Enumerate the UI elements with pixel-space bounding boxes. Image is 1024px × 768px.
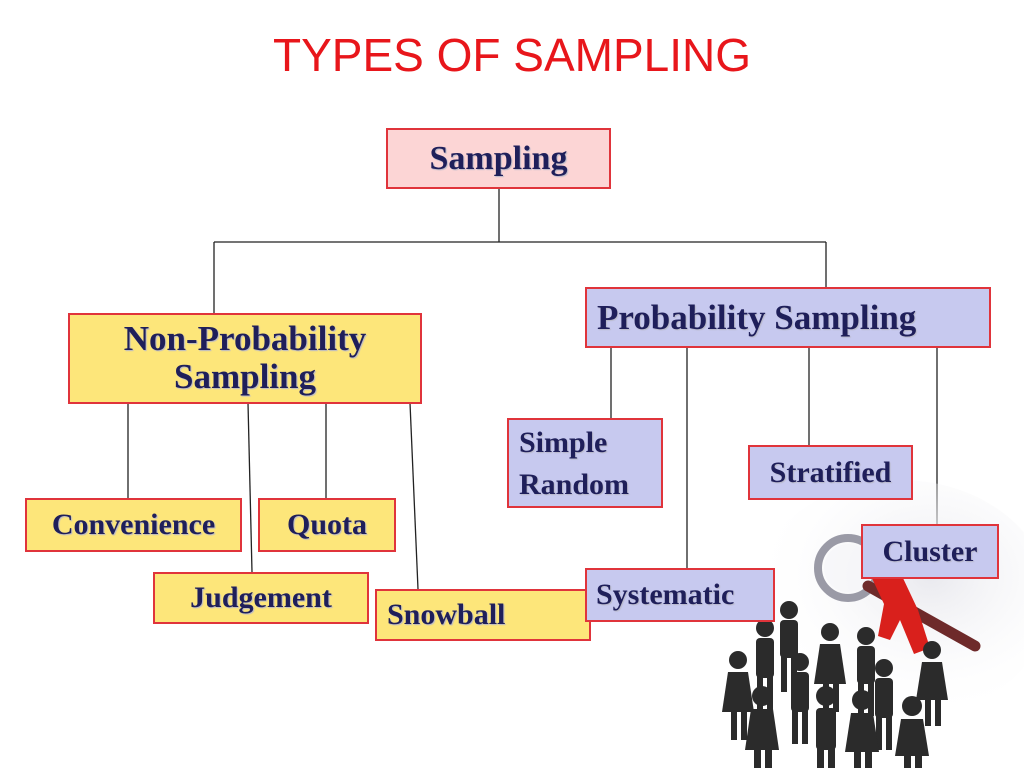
probability-label: Probability Sampling	[597, 289, 989, 346]
simple-random-label-line1: Simple	[519, 422, 661, 464]
simple-random-box: Simple Random	[507, 418, 663, 508]
sampling-root-label: Sampling	[388, 130, 609, 187]
sampling-root-box: Sampling	[386, 128, 611, 189]
quota-box: Quota	[258, 498, 396, 552]
judgement-box: Judgement	[153, 572, 369, 624]
stratified-label: Stratified	[750, 447, 911, 498]
systematic-box: Systematic	[585, 568, 775, 622]
quota-label: Quota	[260, 500, 394, 550]
non-probability-label-line1: Non-Probability	[70, 320, 420, 358]
convenience-label: Convenience	[27, 500, 240, 550]
convenience-box: Convenience	[25, 498, 242, 552]
simple-random-label-line2: Random	[519, 464, 661, 506]
probability-box: Probability Sampling	[585, 287, 991, 348]
non-probability-box: Non-Probability Sampling	[68, 313, 422, 404]
systematic-label: Systematic	[596, 570, 773, 620]
non-probability-label-line2: Sampling	[70, 358, 420, 396]
judgement-label: Judgement	[155, 574, 367, 622]
cluster-label: Cluster	[863, 526, 997, 577]
snowball-label: Snowball	[387, 591, 589, 639]
snowball-box: Snowball	[375, 589, 591, 641]
cluster-box: Cluster	[861, 524, 999, 579]
stratified-box: Stratified	[748, 445, 913, 500]
